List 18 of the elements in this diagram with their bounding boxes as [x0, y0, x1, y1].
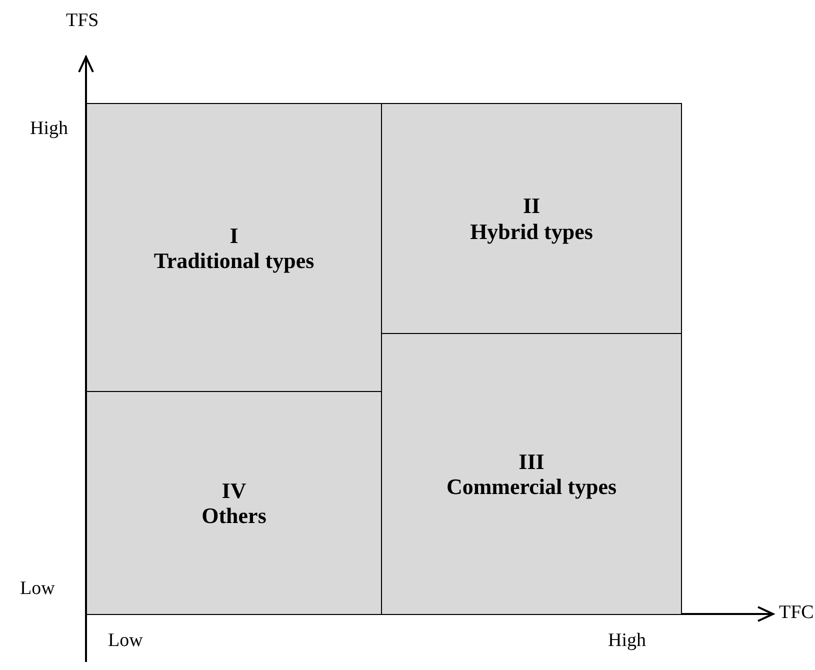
axis-label: High [608, 630, 646, 652]
quadrant-numeral: I [230, 222, 238, 248]
quadrant-label: Traditional types [154, 248, 314, 274]
quadrant-label: Others [202, 503, 266, 528]
axis-label: TFC [779, 602, 814, 624]
quadrant-box [381, 103, 682, 334]
axis-label: Low [108, 630, 143, 652]
quadrant-box [86, 103, 382, 393]
quadrant-numeral: III [518, 448, 544, 474]
quadrant-numeral: IV [222, 478, 246, 503]
quadrant-numeral: II [522, 193, 540, 218]
quadrant-label: Hybrid types [470, 218, 593, 244]
axis-label: TFS [66, 10, 99, 32]
quadrant-box [381, 333, 682, 615]
axis-label: High [30, 118, 68, 140]
axis-label: Low [20, 578, 55, 600]
quadrant-box [86, 391, 382, 615]
quadrant-label: Commercial types [446, 474, 617, 500]
